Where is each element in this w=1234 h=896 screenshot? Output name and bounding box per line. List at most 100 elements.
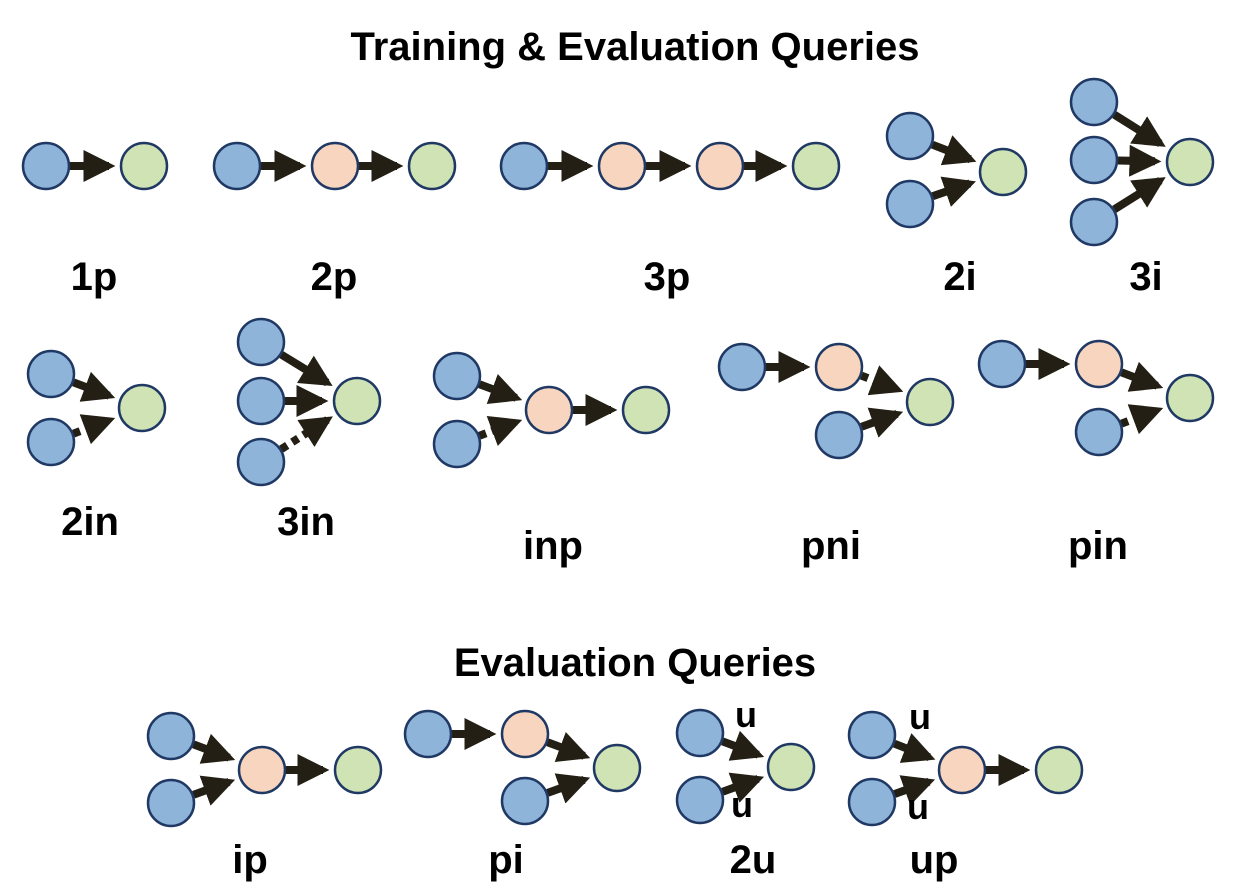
anchor-node-3in-1 bbox=[236, 376, 286, 426]
query-2in: 2in bbox=[26, 349, 167, 544]
anchor-node-pi-0 bbox=[403, 709, 453, 759]
anchor-node-3in-0 bbox=[236, 317, 286, 367]
projection-edge-2i-0 bbox=[930, 135, 977, 166]
anchor-node-2in-0 bbox=[26, 349, 76, 399]
query-label-2in: 2in bbox=[61, 500, 119, 544]
anchor-node-up-1 bbox=[847, 777, 897, 827]
query-pi: pi bbox=[403, 709, 642, 882]
projection-edge-pi-2 bbox=[546, 773, 591, 804]
negated-edge-pni-1 bbox=[859, 365, 904, 396]
anchor-node-ip-0 bbox=[146, 711, 196, 761]
negated-edge-2in-1 bbox=[72, 414, 116, 445]
query-2u: u u 2u bbox=[675, 694, 816, 882]
projection-edge-2u-1 bbox=[721, 772, 765, 803]
evaluation-heading: Evaluation Queries bbox=[454, 641, 816, 685]
target-node-3in-3 bbox=[332, 376, 382, 426]
anchor-node-2u-0 bbox=[675, 708, 725, 758]
anchor-node-3i-0 bbox=[1069, 77, 1119, 127]
variable-node-ip-2 bbox=[237, 745, 287, 795]
union-mark-2u-0: u bbox=[735, 694, 757, 735]
query-2p: 2p bbox=[212, 141, 457, 299]
anchor-node-2u-1 bbox=[675, 775, 725, 825]
projection-edge-up-1 bbox=[893, 775, 936, 806]
query-label-pni: pni bbox=[801, 524, 861, 568]
anchor-node-2i-0 bbox=[885, 111, 935, 161]
projection-edge-2in-0 bbox=[72, 371, 116, 402]
query-label-ip: ip bbox=[232, 838, 268, 882]
anchor-node-pin-2 bbox=[1074, 407, 1124, 457]
query-2i: 2i bbox=[885, 111, 1028, 299]
query-3in: 3in bbox=[236, 317, 382, 544]
variable-node-pni-1 bbox=[814, 342, 864, 392]
target-node-up-3 bbox=[1034, 745, 1084, 795]
target-node-pi-3 bbox=[592, 743, 642, 793]
projection-edge-3i-1 bbox=[1117, 144, 1162, 177]
projection-edge-3i-0 bbox=[1112, 111, 1166, 147]
anchor-node-2in-1 bbox=[26, 417, 76, 467]
query-label-2p: 2p bbox=[311, 255, 358, 299]
projection-edge-3i-2 bbox=[1112, 177, 1166, 213]
anchor-node-2p-0 bbox=[212, 141, 262, 191]
projection-edge-2u-0 bbox=[721, 730, 765, 761]
query-label-inp: inp bbox=[523, 524, 583, 568]
projection-edge-3in-0 bbox=[279, 351, 333, 387]
variable-node-up-2 bbox=[937, 745, 987, 795]
query-label-3p: 3p bbox=[644, 255, 691, 299]
anchor-node-up-0 bbox=[847, 710, 897, 760]
projection-edge-pni-2 bbox=[860, 407, 904, 438]
query-label-2u: 2u bbox=[730, 838, 777, 882]
target-node-pin-3 bbox=[1165, 373, 1215, 423]
projection-edge-pi-1 bbox=[546, 732, 591, 763]
projection-edge-2i-1 bbox=[931, 176, 976, 207]
query-label-pi: pi bbox=[488, 838, 524, 882]
query-label-up: up bbox=[910, 838, 959, 882]
union-mark-2u-1: u bbox=[731, 784, 753, 825]
anchor-node-3i-1 bbox=[1069, 135, 1119, 185]
query-pin: pin bbox=[977, 339, 1215, 568]
projection-edge-ip-1 bbox=[192, 775, 236, 806]
variable-node-2p-1 bbox=[310, 141, 360, 191]
target-node-ip-3 bbox=[333, 745, 383, 795]
query-inp: inp bbox=[432, 351, 671, 568]
anchor-node-1p-0 bbox=[21, 141, 71, 191]
query-ip: ip bbox=[146, 711, 383, 882]
training-evaluation-heading: Training & Evaluation Queries bbox=[350, 25, 919, 69]
query-label-1p: 1p bbox=[71, 255, 118, 299]
query-label-3in: 3in bbox=[277, 500, 335, 544]
anchor-node-ip-1 bbox=[146, 778, 196, 828]
negated-edge-3in-2 bbox=[279, 416, 333, 453]
variable-node-3p-1 bbox=[597, 141, 647, 191]
target-node-1p-1 bbox=[119, 141, 169, 191]
anchor-node-pi-2 bbox=[500, 776, 550, 826]
projection-edge-up-0 bbox=[892, 733, 936, 763]
query-label-pin: pin bbox=[1068, 524, 1128, 568]
anchor-node-2i-1 bbox=[885, 179, 935, 229]
variable-node-pin-1 bbox=[1074, 339, 1124, 389]
query-pni: pni bbox=[717, 342, 955, 568]
anchor-node-3i-2 bbox=[1069, 197, 1119, 247]
projection-edge-inp-0 bbox=[478, 374, 523, 405]
anchor-node-inp-1 bbox=[432, 419, 482, 469]
union-mark-up-1: u bbox=[907, 786, 929, 827]
query-1p: 1p bbox=[21, 141, 169, 299]
target-node-pni-3 bbox=[905, 377, 955, 427]
negated-edge-inp-1 bbox=[478, 415, 523, 446]
target-node-2u-2 bbox=[766, 742, 816, 792]
anchor-node-pni-0 bbox=[717, 342, 767, 392]
target-node-inp-3 bbox=[621, 385, 671, 435]
anchor-node-3p-0 bbox=[499, 141, 549, 191]
variable-node-inp-2 bbox=[524, 385, 574, 435]
anchor-node-pni-2 bbox=[814, 410, 864, 460]
query-3p: 3p bbox=[499, 141, 841, 299]
negated-edge-pin-2 bbox=[1120, 404, 1164, 435]
projection-edge-pin-1 bbox=[1120, 361, 1164, 392]
target-node-2in-2 bbox=[117, 383, 167, 433]
anchor-node-3in-2 bbox=[236, 437, 286, 487]
target-node-3p-3 bbox=[791, 141, 841, 191]
variable-node-3p-2 bbox=[695, 141, 745, 191]
projection-edge-ip-0 bbox=[192, 733, 236, 764]
target-node-3i-3 bbox=[1165, 137, 1215, 187]
